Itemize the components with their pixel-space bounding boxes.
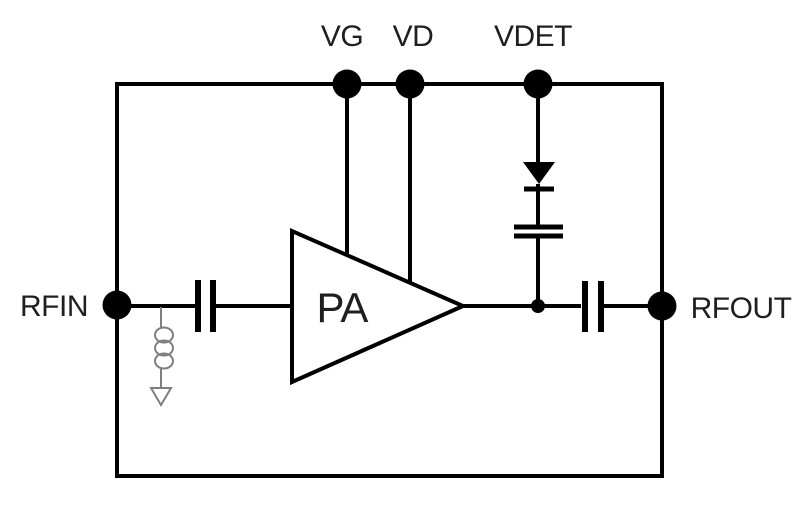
rfin-pin-dot xyxy=(102,290,132,320)
ground-arrow-icon xyxy=(149,387,173,407)
pa-amplifier-triangle xyxy=(290,227,468,386)
inductor-coil-3 xyxy=(154,352,174,370)
output-junction-dot xyxy=(531,299,545,313)
pa-label: PA xyxy=(317,284,369,331)
vdet-label: VDET xyxy=(494,20,572,53)
vd-pin-dot xyxy=(395,69,425,99)
shunt-inductor xyxy=(149,307,174,407)
vg-label: VG xyxy=(321,20,363,53)
detector-diode-triangle xyxy=(523,162,555,184)
capacitor-plates xyxy=(195,186,604,332)
vg-pin-dot xyxy=(332,69,362,99)
inductor-coil-2 xyxy=(154,339,174,357)
vd-label: VD xyxy=(393,20,434,53)
filled-shapes xyxy=(102,69,677,321)
chip-boundary-box xyxy=(115,82,664,478)
rfin-label: RFIN xyxy=(20,290,88,323)
schematic-labels: VG VD VDET RFIN RFOUT PA xyxy=(20,20,792,331)
rfout-label: RFOUT xyxy=(691,292,792,325)
vdet-pin-dot xyxy=(523,69,553,99)
rfout-pin-dot xyxy=(647,291,677,321)
inductor-coil-1 xyxy=(154,326,174,344)
